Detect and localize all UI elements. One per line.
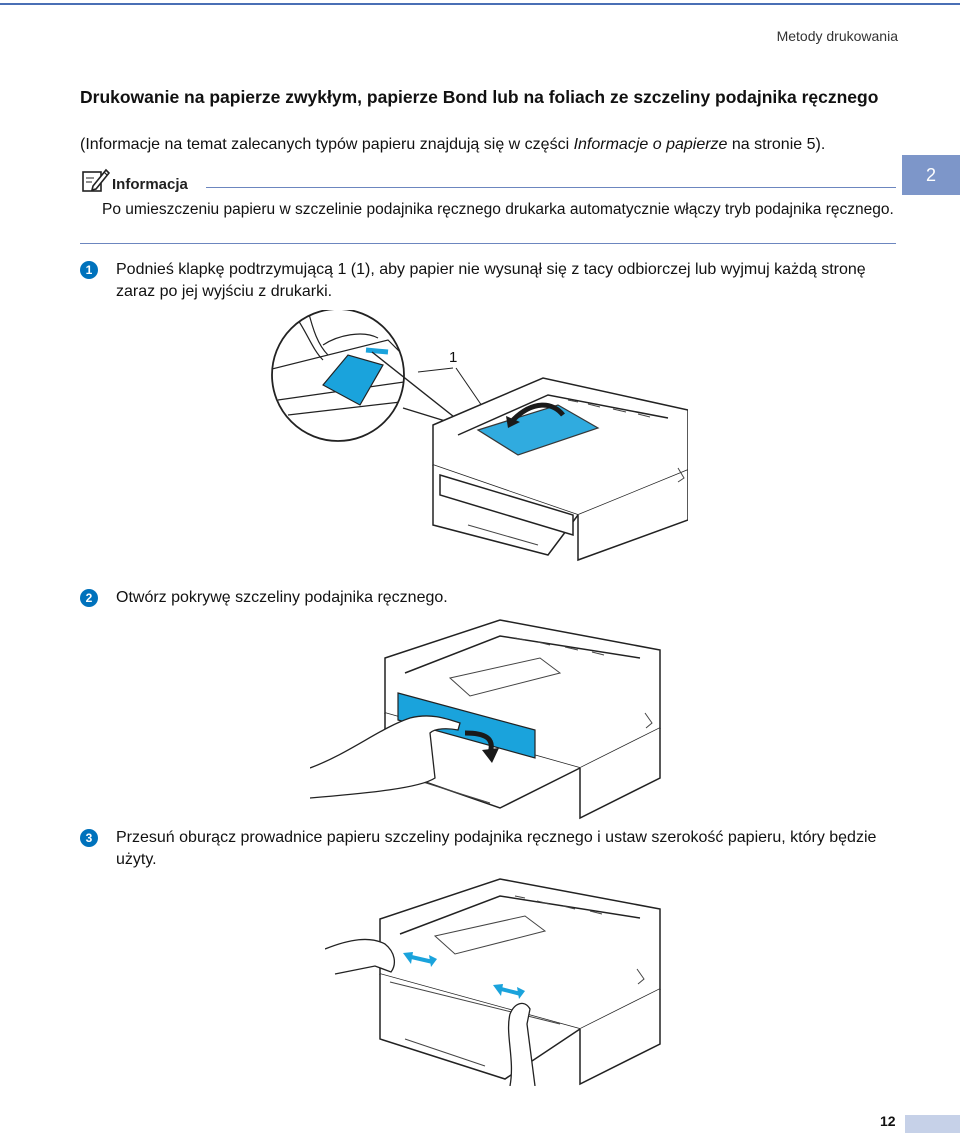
step-1-badge: 1 (80, 261, 98, 279)
figure-step-1-printer-support-flap: 1 (271, 310, 688, 562)
note-body: Po umieszczeniu papieru w szczelinie pod… (102, 201, 894, 218)
hand-outline (310, 715, 461, 799)
step-3-badge: 3 (80, 829, 98, 847)
note-divider-top (206, 187, 896, 188)
figure-step-2-open-manual-slot-cover (310, 619, 661, 820)
intro-after: na stronie 5). (727, 136, 826, 153)
intro-reference[interactable]: Informacje o papierze (573, 136, 728, 153)
step-2-text: Otwórz pokrywę szczeliny podajnika ręczn… (116, 589, 448, 606)
left-hand-outline (325, 938, 396, 975)
step-3-text: Przesuń oburącz prowadnice papieru szcze… (116, 829, 877, 868)
top-rule (0, 3, 960, 5)
callout-label-1: 1 (449, 349, 457, 366)
note-title: Informacja (112, 176, 188, 193)
section-title: Drukowanie na papierze zwykłym, papierze… (80, 87, 879, 107)
running-header: Metody drukowania (776, 28, 898, 44)
right-hand-outline (507, 1002, 536, 1086)
manual-slot-cover (397, 692, 536, 759)
page-tab (905, 1115, 960, 1133)
step-2-badge: 2 (80, 589, 98, 607)
note-divider-bottom (80, 243, 896, 244)
support-flap-closeup (322, 354, 384, 406)
note-pencil-icon (82, 168, 110, 192)
lift-arrow (511, 402, 565, 422)
page-number: 12 (880, 1113, 896, 1129)
figure-step-3-adjust-paper-guides (325, 878, 661, 1086)
output-tray-paper (476, 404, 600, 456)
chapter-tab: 2 (902, 155, 960, 195)
intro-before: (Informacje na temat zalecanych typów pa… (80, 136, 574, 153)
intro-paragraph: (Informacje na temat zalecanych typów pa… (80, 136, 825, 154)
step-1-text: Podnieś klapkę podtrzymującą 1 (1), aby … (116, 261, 866, 300)
